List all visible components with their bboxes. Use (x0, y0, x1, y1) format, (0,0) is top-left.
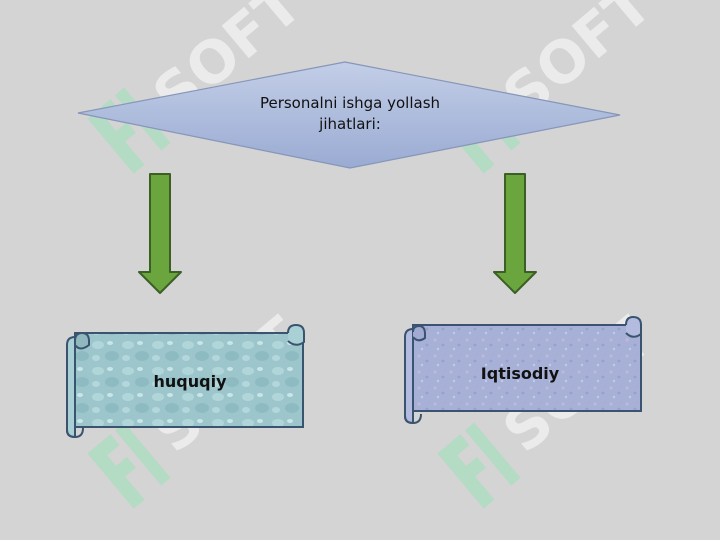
right-scroll (404, 315, 642, 425)
left-scroll (66, 323, 305, 439)
right-scroll-label: Iqtisodiy (480, 364, 560, 383)
left-scroll-label: huquqiy (153, 372, 227, 391)
watermark-logo-icon (437, 422, 521, 509)
root-label: Personalni ishga yollash jihatlari: (259, 94, 441, 133)
arrow-right-icon (493, 173, 537, 294)
arrow-left-icon (138, 173, 182, 294)
root-diamond (77, 61, 621, 169)
watermark-logo-icon (87, 422, 171, 509)
